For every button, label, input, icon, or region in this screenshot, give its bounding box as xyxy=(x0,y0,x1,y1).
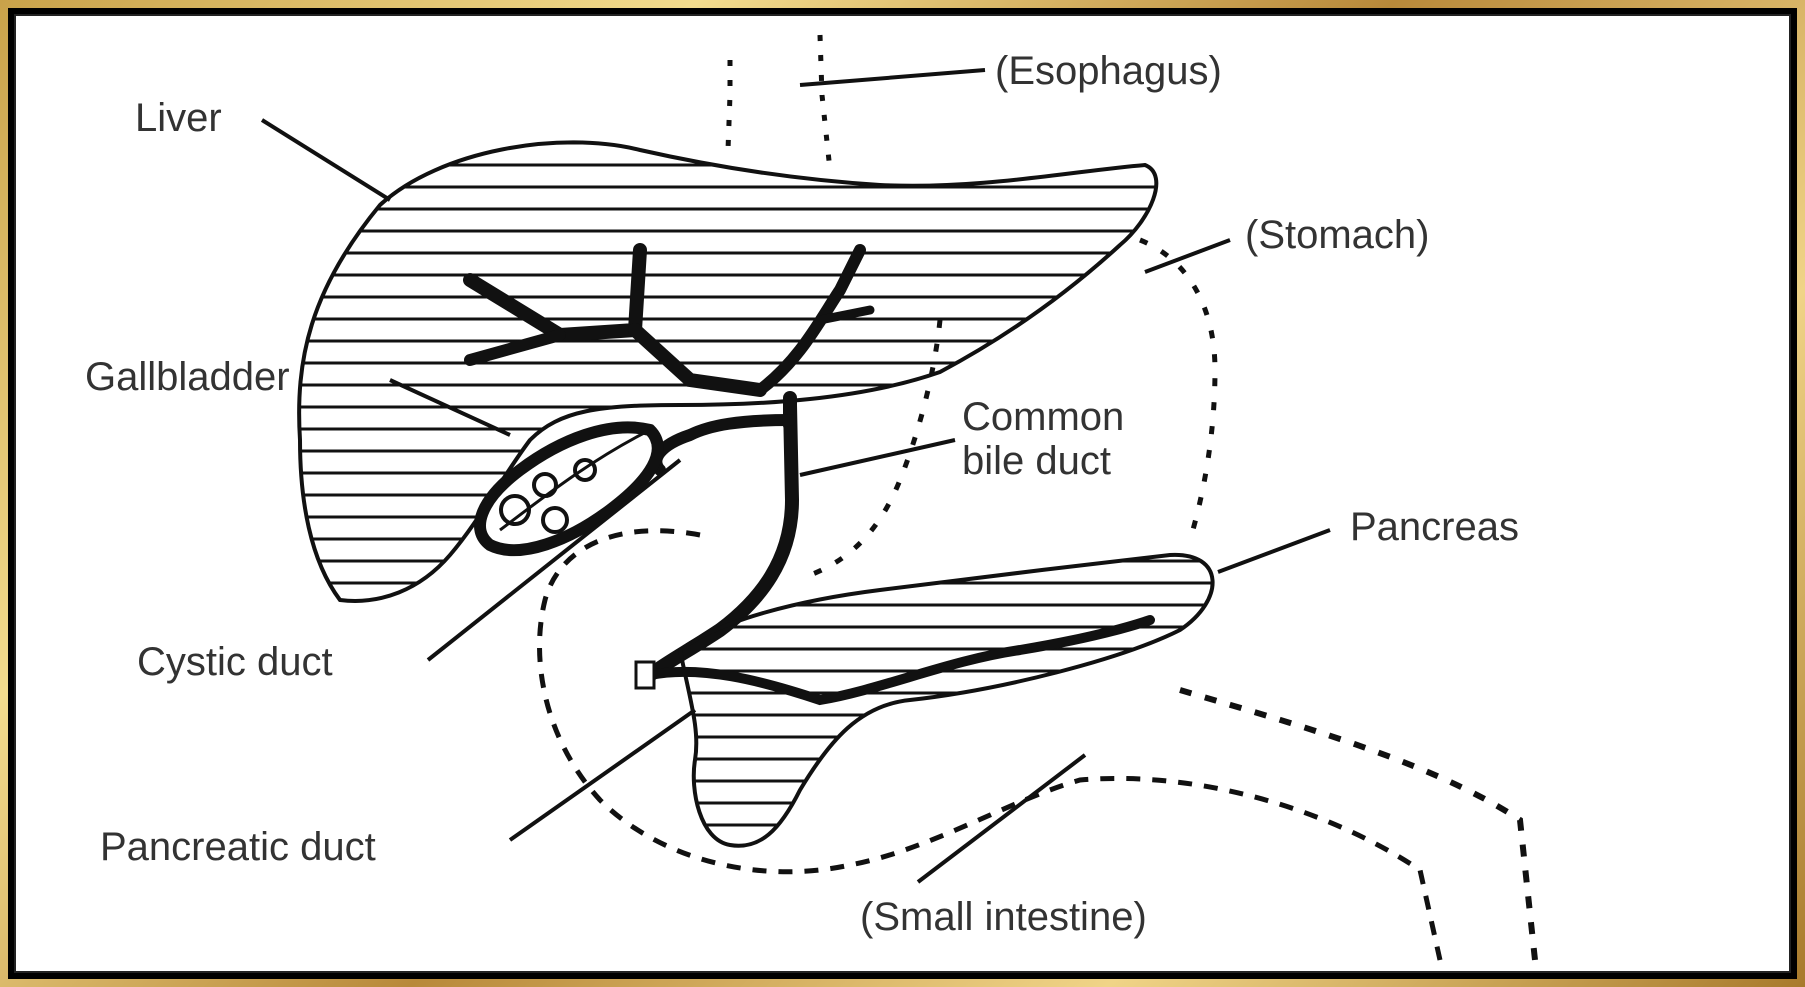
label-common-bile-duct-line1: Common xyxy=(962,395,1124,439)
leader-liver xyxy=(262,120,390,200)
label-esophagus: (Esophagus) xyxy=(995,49,1222,93)
leader-pancreas xyxy=(1218,530,1330,572)
label-pancreas: Pancreas xyxy=(1350,505,1519,549)
leader-stomach xyxy=(1145,240,1230,272)
label-gallbladder: Gallbladder xyxy=(85,355,290,399)
leader-esophagus xyxy=(800,70,985,85)
label-common-bile-duct-line2: bile duct xyxy=(962,439,1111,483)
label-liver: Liver xyxy=(135,96,222,140)
leader-pancreatic-duct xyxy=(510,710,695,840)
leader-common-bile-duct xyxy=(800,440,955,475)
label-pancreatic-duct: Pancreatic duct xyxy=(100,825,376,869)
esophagus-outline xyxy=(728,35,830,170)
liver-shape xyxy=(290,130,1170,610)
label-cystic-duct: Cystic duct xyxy=(137,640,333,684)
label-stomach: (Stomach) xyxy=(1245,213,1430,257)
ampulla-opening xyxy=(636,662,654,688)
leader-small-intestine xyxy=(918,755,1085,882)
label-small-intestine: (Small intestine) xyxy=(860,895,1147,939)
